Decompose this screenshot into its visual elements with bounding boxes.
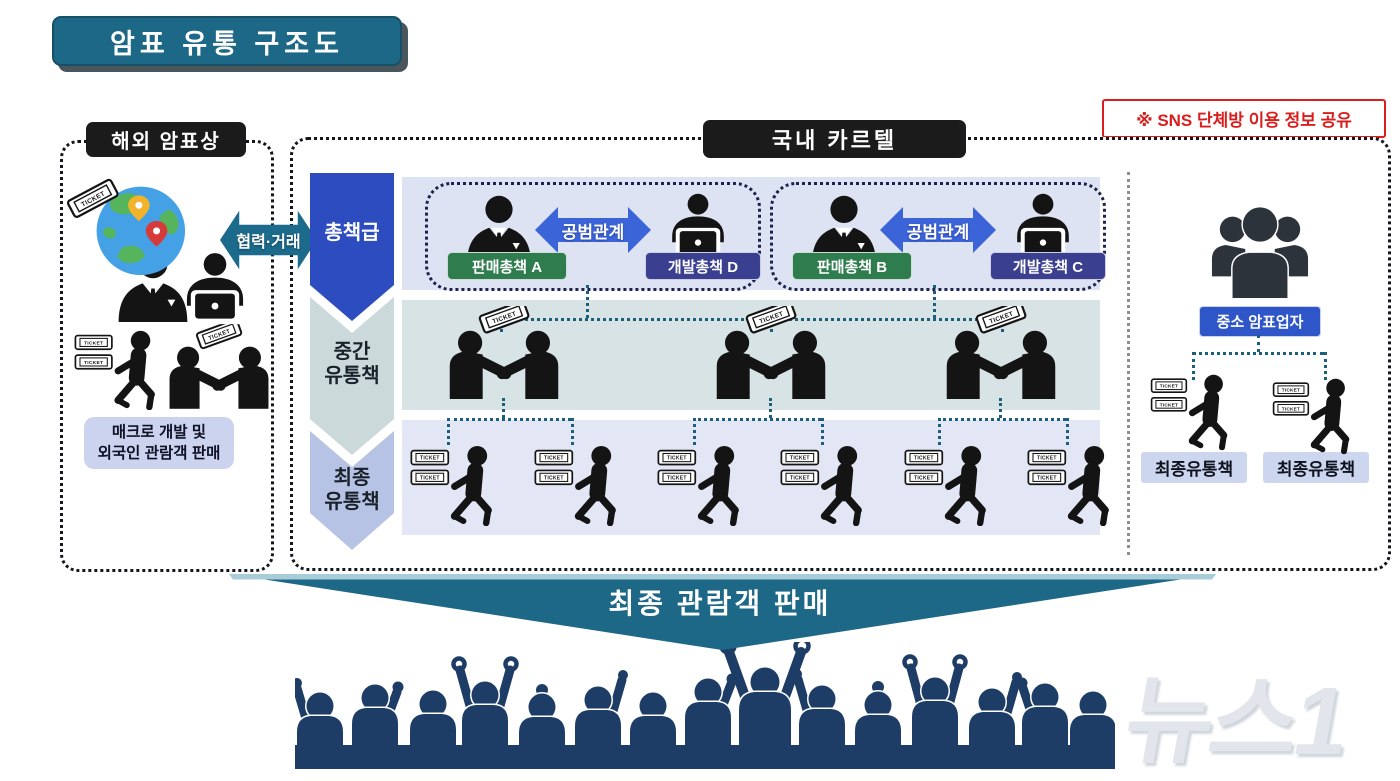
final-distributor-icon — [904, 443, 999, 528]
level-middle-line1: 중간 — [333, 341, 371, 363]
connector — [933, 285, 936, 318]
connector — [571, 418, 574, 445]
sns-note: ※ SNS 단체방 이용 정보 공유 — [1102, 99, 1386, 138]
boss-pair-box-ad — [425, 182, 761, 291]
final-distributor-icon — [1027, 443, 1122, 528]
final-distributor-icon — [410, 443, 505, 528]
overseas-walker-icon — [74, 328, 168, 412]
final-distributor-icon — [534, 443, 629, 528]
news1-watermark: 뉴스1 — [1116, 668, 1354, 775]
connector — [1324, 352, 1327, 380]
small-dealer-group-icon — [1206, 198, 1314, 298]
small-dealer-walker-icon — [1272, 376, 1362, 456]
connector — [938, 418, 1066, 421]
overseas-caption: 매크로 개발 및 외국인 관람객 판매 — [84, 417, 234, 469]
middle-distributor-icon — [942, 306, 1060, 399]
level-chevrons — [310, 173, 394, 550]
connector — [821, 418, 824, 445]
level-final-line1: 최종 — [333, 467, 371, 489]
connector — [769, 398, 772, 418]
level-final-line2: 유통책 — [324, 491, 380, 513]
developer-c-icon — [1007, 192, 1079, 258]
boss-pair-box-bc — [770, 182, 1106, 291]
connector — [1066, 418, 1069, 445]
connector — [938, 418, 941, 445]
connector — [447, 418, 450, 445]
cartel-title: 국내 카르텔 — [703, 120, 966, 158]
connector — [1192, 352, 1324, 355]
level-final-label: 최종 유통책 — [308, 466, 396, 514]
connector — [502, 398, 505, 418]
seller-b-label: 판매총책 B — [792, 252, 912, 280]
developer-d-icon — [662, 192, 734, 258]
level-middle-label: 중간 유통책 — [308, 340, 396, 388]
developer-d-label: 개발총책 D — [645, 252, 761, 280]
connector — [447, 418, 571, 421]
connector — [1257, 335, 1260, 352]
relation-label-bc: 공범관계 — [906, 222, 970, 242]
final-distributor-icon — [657, 443, 752, 528]
globe-ticket-icon — [66, 166, 196, 280]
cooperation-label: 협력·거래 — [236, 234, 301, 251]
seller-a-label: 판매총책 A — [447, 252, 567, 280]
overseas-title: 해외 암표상 — [86, 122, 246, 157]
small-dealer-final-label: 최종유통책 — [1263, 452, 1369, 483]
connector — [693, 418, 821, 421]
connector — [693, 418, 696, 445]
overseas-handshake-icon — [166, 324, 272, 409]
level-boss-label: 총책급 — [324, 222, 380, 244]
developer-c-label: 개발총책 C — [990, 252, 1106, 280]
overseas-caption-line1: 매크로 개발 및 — [111, 424, 207, 441]
small-dealer-final-label: 최종유통책 — [1141, 452, 1247, 483]
overseas-caption-line2: 외국인 관람객 판매 — [97, 445, 221, 462]
relation-label-ad: 공범관계 — [561, 222, 625, 242]
band-final-level — [402, 420, 1100, 535]
page-title: 암표 유통 구조도 — [52, 16, 402, 66]
final-sale-label: 최종 관람객 판매 — [608, 588, 832, 619]
small-dealer-label: 중소 암표업자 — [1199, 306, 1321, 337]
middle-distributor-icon — [712, 306, 830, 399]
final-sale-arrow — [229, 574, 1216, 650]
middle-distributor-icon — [445, 306, 563, 399]
connector — [999, 398, 1002, 418]
connector — [586, 285, 589, 318]
connector — [1192, 352, 1195, 380]
cartel-divider — [1127, 172, 1130, 555]
small-dealer-walker-icon — [1150, 372, 1240, 452]
final-distributor-icon — [780, 443, 875, 528]
audience-crowd-illustration — [295, 642, 1115, 769]
level-middle-line2: 유통책 — [324, 365, 380, 387]
